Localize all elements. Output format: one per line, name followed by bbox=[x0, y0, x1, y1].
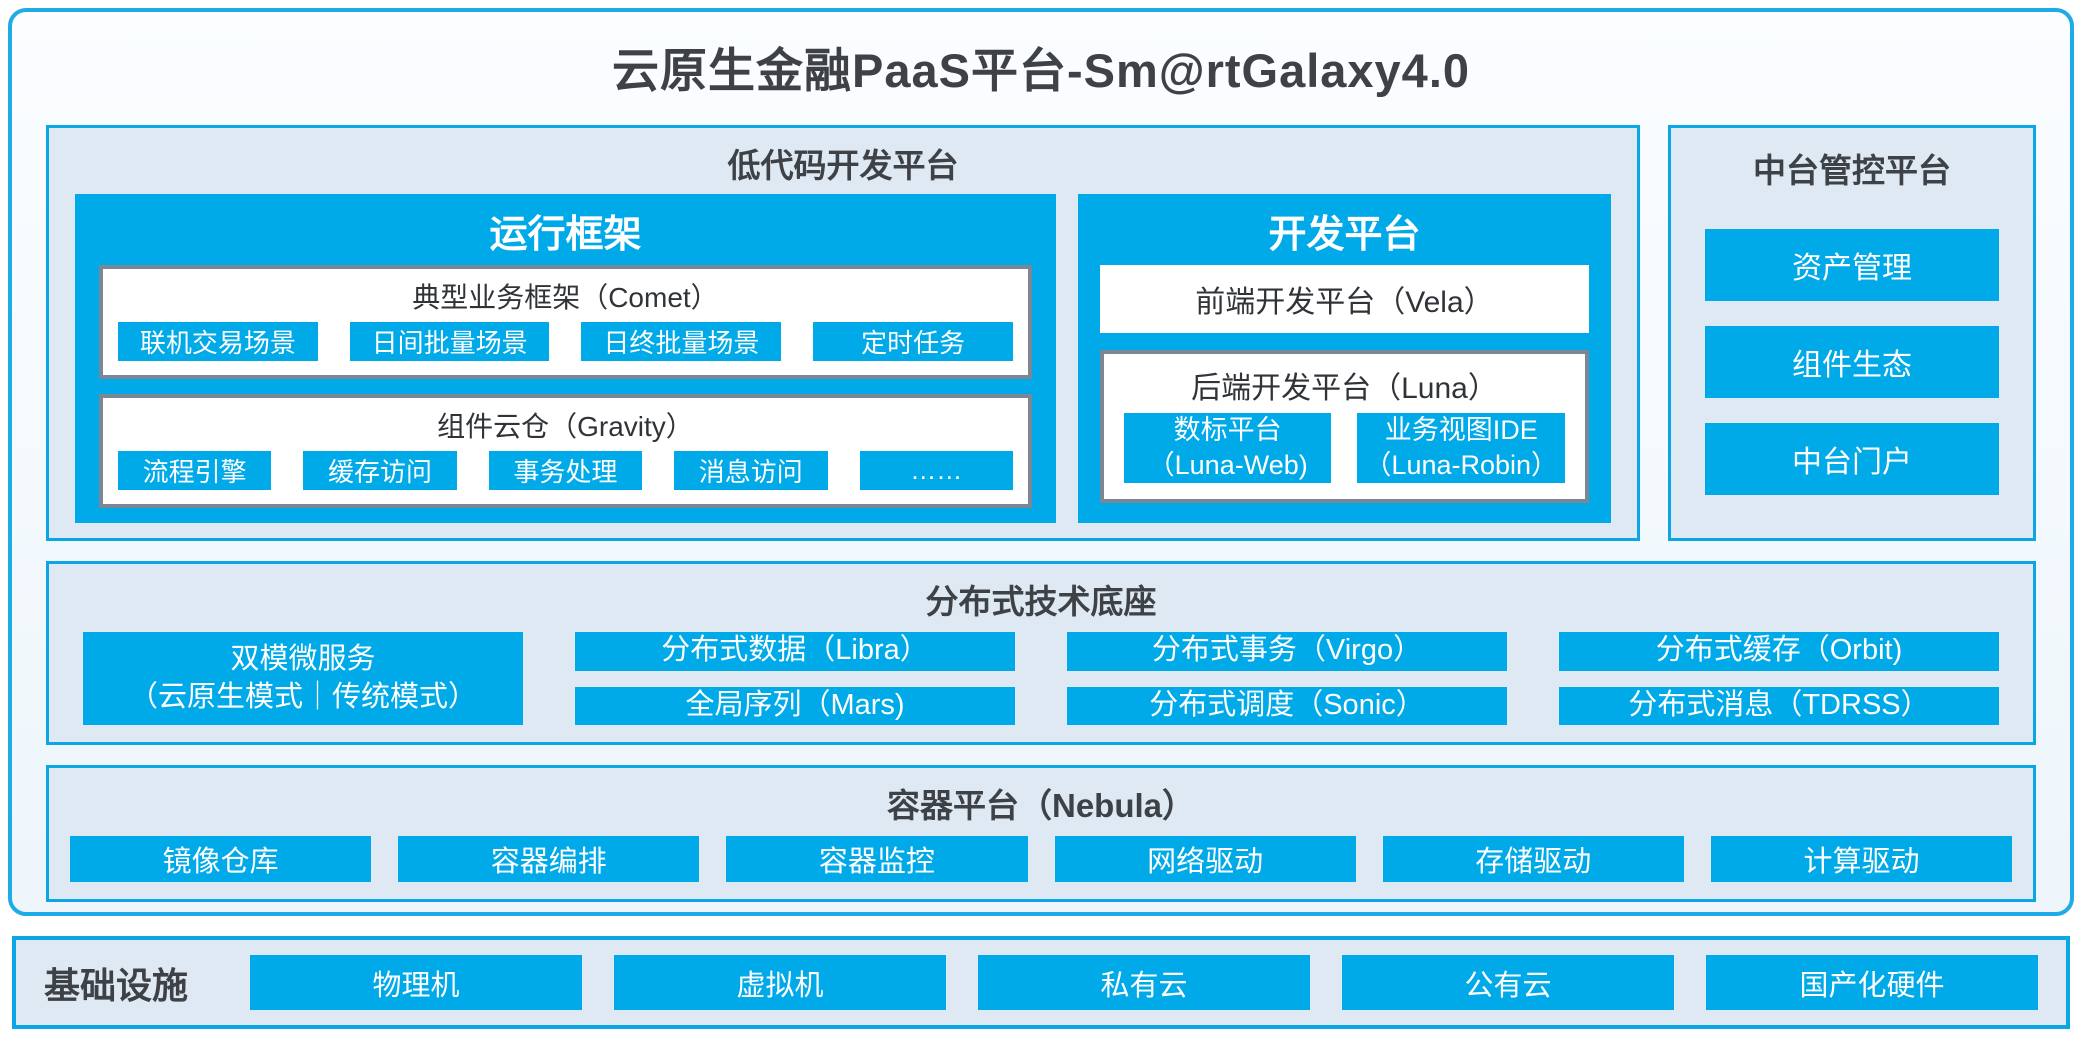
cell-network-driver: 网络驱动 bbox=[1054, 836, 1356, 882]
luna-robin-name: 业务视图IDE bbox=[1384, 415, 1538, 445]
cell-message-access: 消息访问 bbox=[674, 451, 828, 491]
cell-distributed-cache-orbit: 分布式缓存（Orbit) bbox=[1559, 632, 1999, 671]
panel-runtime-framework: 运行框架 典型业务框架（Comet） 联机交易场景 日间批量场景 日终批量场景 … bbox=[75, 194, 1056, 524]
container-platform-title: 容器平台（Nebula） bbox=[886, 787, 1196, 824]
box-gravity-warehouse: 组件云仓（Gravity） 流程引擎 缓存访问 事务处理 消息访问 …… bbox=[99, 394, 1032, 509]
comet-items: 联机交易场景 日间批量场景 日终批量场景 定时任务 bbox=[103, 319, 1028, 375]
luna-web-name: 数标平台 bbox=[1173, 415, 1282, 445]
cell-scheduled-task: 定时任务 bbox=[813, 322, 1013, 362]
distributed-body: 双模微服务 （云原生模式｜传统模式） 分布式数据（Libra） 全局序列（Mar… bbox=[49, 630, 2033, 742]
cell-asset-management: 资产管理 bbox=[1705, 229, 1999, 301]
cell-image-registry: 镜像仓库 bbox=[70, 836, 372, 882]
dual-mode-line1: 双模微服务 bbox=[230, 642, 376, 675]
section-lowcode-platform: 低代码开发平台 运行框架 典型业务框架（Comet） 联机交易场景 日间批量场景… bbox=[46, 125, 1640, 541]
luna-backend-label: 后端开发平台（Luna） bbox=[1191, 372, 1498, 405]
cell-ellipsis: …… bbox=[859, 451, 1013, 491]
midplatform-title: 中台管控平台 bbox=[1753, 152, 1951, 189]
cell-distributed-message-tdrss: 分布式消息（TDRSS） bbox=[1559, 686, 1999, 725]
distributed-base-title: 分布式技术底座 bbox=[925, 583, 1157, 620]
comet-framework-label: 典型业务框架（Comet） bbox=[412, 282, 719, 313]
box-luna-backend: 后端开发平台（Luna） 数标平台 （Luna-Web) 业务视图IDE （Lu… bbox=[1099, 350, 1589, 504]
lowcode-body: 运行框架 典型业务框架（Comet） 联机交易场景 日间批量场景 日终批量场景 … bbox=[49, 194, 1637, 539]
cell-cache-access: 缓存访问 bbox=[303, 451, 457, 491]
cell-dual-mode-microservice: 双模微服务 （云原生模式｜传统模式） bbox=[83, 632, 523, 725]
gravity-items: 流程引擎 缓存访问 事务处理 消息访问 …… bbox=[103, 448, 1028, 504]
cell-storage-driver: 存储驱动 bbox=[1382, 836, 1684, 882]
diagram-title: 云原生金融PaaS平台-Sm@rtGalaxy4.0 bbox=[611, 44, 1471, 97]
cell-midplatform-portal: 中台门户 bbox=[1705, 423, 1999, 495]
cell-endofday-batch: 日终批量场景 bbox=[581, 322, 782, 362]
cell-private-cloud: 私有云 bbox=[978, 955, 1311, 1010]
section-distributed-base: 分布式技术底座 双模微服务 （云原生模式｜传统模式） 分布式数据（Libra） … bbox=[46, 561, 2036, 745]
runtime-framework-title: 运行框架 bbox=[489, 214, 642, 256]
infrastructure-label: 基础设施 bbox=[44, 964, 189, 1006]
top-row: 低代码开发平台 运行框架 典型业务框架（Comet） 联机交易场景 日间批量场景… bbox=[46, 125, 2036, 541]
lowcode-platform-title: 低代码开发平台 bbox=[727, 147, 959, 184]
distributed-col-2: 分布式事务（Virgo） 分布式调度（Sonic） bbox=[1067, 632, 1507, 725]
cell-distributed-transaction-virgo: 分布式事务（Virgo） bbox=[1067, 632, 1507, 671]
cell-component-ecosystem: 组件生态 bbox=[1705, 326, 1999, 398]
luna-robin-code: （Luna-Robin） bbox=[1364, 450, 1559, 481]
cell-container-monitoring: 容器监控 bbox=[726, 836, 1028, 882]
cell-daytime-batch: 日间批量场景 bbox=[349, 322, 550, 362]
luna-web-code: （Luna-Web) bbox=[1147, 450, 1308, 481]
container-platform-items: 镜像仓库 容器编排 容器监控 网络驱动 存储驱动 计算驱动 bbox=[49, 834, 2033, 899]
cell-distributed-data-libra: 分布式数据（Libra） bbox=[575, 632, 1015, 671]
distributed-col-3: 分布式缓存（Orbit) 分布式消息（TDRSS） bbox=[1559, 632, 1999, 725]
box-vela-frontend: 前端开发平台（Vela） bbox=[1099, 265, 1589, 333]
cell-virtual-machine: 虚拟机 bbox=[614, 955, 947, 1010]
cell-global-sequence-mars: 全局序列（Mars) bbox=[575, 686, 1015, 725]
cell-container-orchestration: 容器编排 bbox=[398, 836, 700, 882]
gravity-warehouse-label: 组件云仓（Gravity） bbox=[437, 411, 694, 443]
cell-public-cloud: 公有云 bbox=[1342, 955, 1675, 1010]
infrastructure-items: 物理机 虚拟机 私有云 公有云 国产化硬件 bbox=[250, 955, 2039, 1010]
cell-luna-robin: 业务视图IDE （Luna-Robin） bbox=[1357, 413, 1565, 484]
cell-transaction-processing: 事务处理 bbox=[488, 451, 643, 491]
midplatform-items: 资产管理 组件生态 中台门户 bbox=[1671, 198, 2033, 538]
box-comet-framework: 典型业务框架（Comet） 联机交易场景 日间批量场景 日终批量场景 定时任务 bbox=[99, 265, 1032, 380]
luna-items: 数标平台 （Luna-Web) 业务视图IDE （Luna-Robin） bbox=[1104, 411, 1585, 499]
dev-platform-title: 开发平台 bbox=[1268, 214, 1421, 256]
section-container-platform: 容器平台（Nebula） 镜像仓库 容器编排 容器监控 网络驱动 存储驱动 计算… bbox=[46, 765, 2036, 902]
distributed-col-dualmode: 双模微服务 （云原生模式｜传统模式） bbox=[83, 632, 523, 725]
panel-dev-platform: 开发平台 前端开发平台（Vela） 后端开发平台（Luna） 数标平台 （Lun… bbox=[1077, 194, 1611, 524]
section-midplatform-control: 中台管控平台 资产管理 组件生态 中台门户 bbox=[1668, 125, 2036, 541]
cell-physical-machine: 物理机 bbox=[250, 955, 583, 1010]
distributed-col-1: 分布式数据（Libra） 全局序列（Mars) bbox=[575, 632, 1015, 725]
cell-domestic-hardware: 国产化硬件 bbox=[1706, 955, 2039, 1010]
platform-container: 云原生金融PaaS平台-Sm@rtGalaxy4.0 低代码开发平台 运行框架 … bbox=[8, 8, 2074, 916]
cell-distributed-scheduling-sonic: 分布式调度（Sonic） bbox=[1067, 686, 1507, 725]
cell-online-trading: 联机交易场景 bbox=[118, 322, 318, 362]
cell-compute-driver: 计算驱动 bbox=[1710, 836, 2013, 882]
dual-mode-line2: （云原生模式｜传统模式） bbox=[128, 680, 477, 713]
cell-process-engine: 流程引擎 bbox=[118, 451, 272, 491]
section-infrastructure: 基础设施 物理机 虚拟机 私有云 公有云 国产化硬件 bbox=[12, 936, 2070, 1029]
cell-luna-web: 数标平台 （Luna-Web) bbox=[1123, 413, 1332, 484]
